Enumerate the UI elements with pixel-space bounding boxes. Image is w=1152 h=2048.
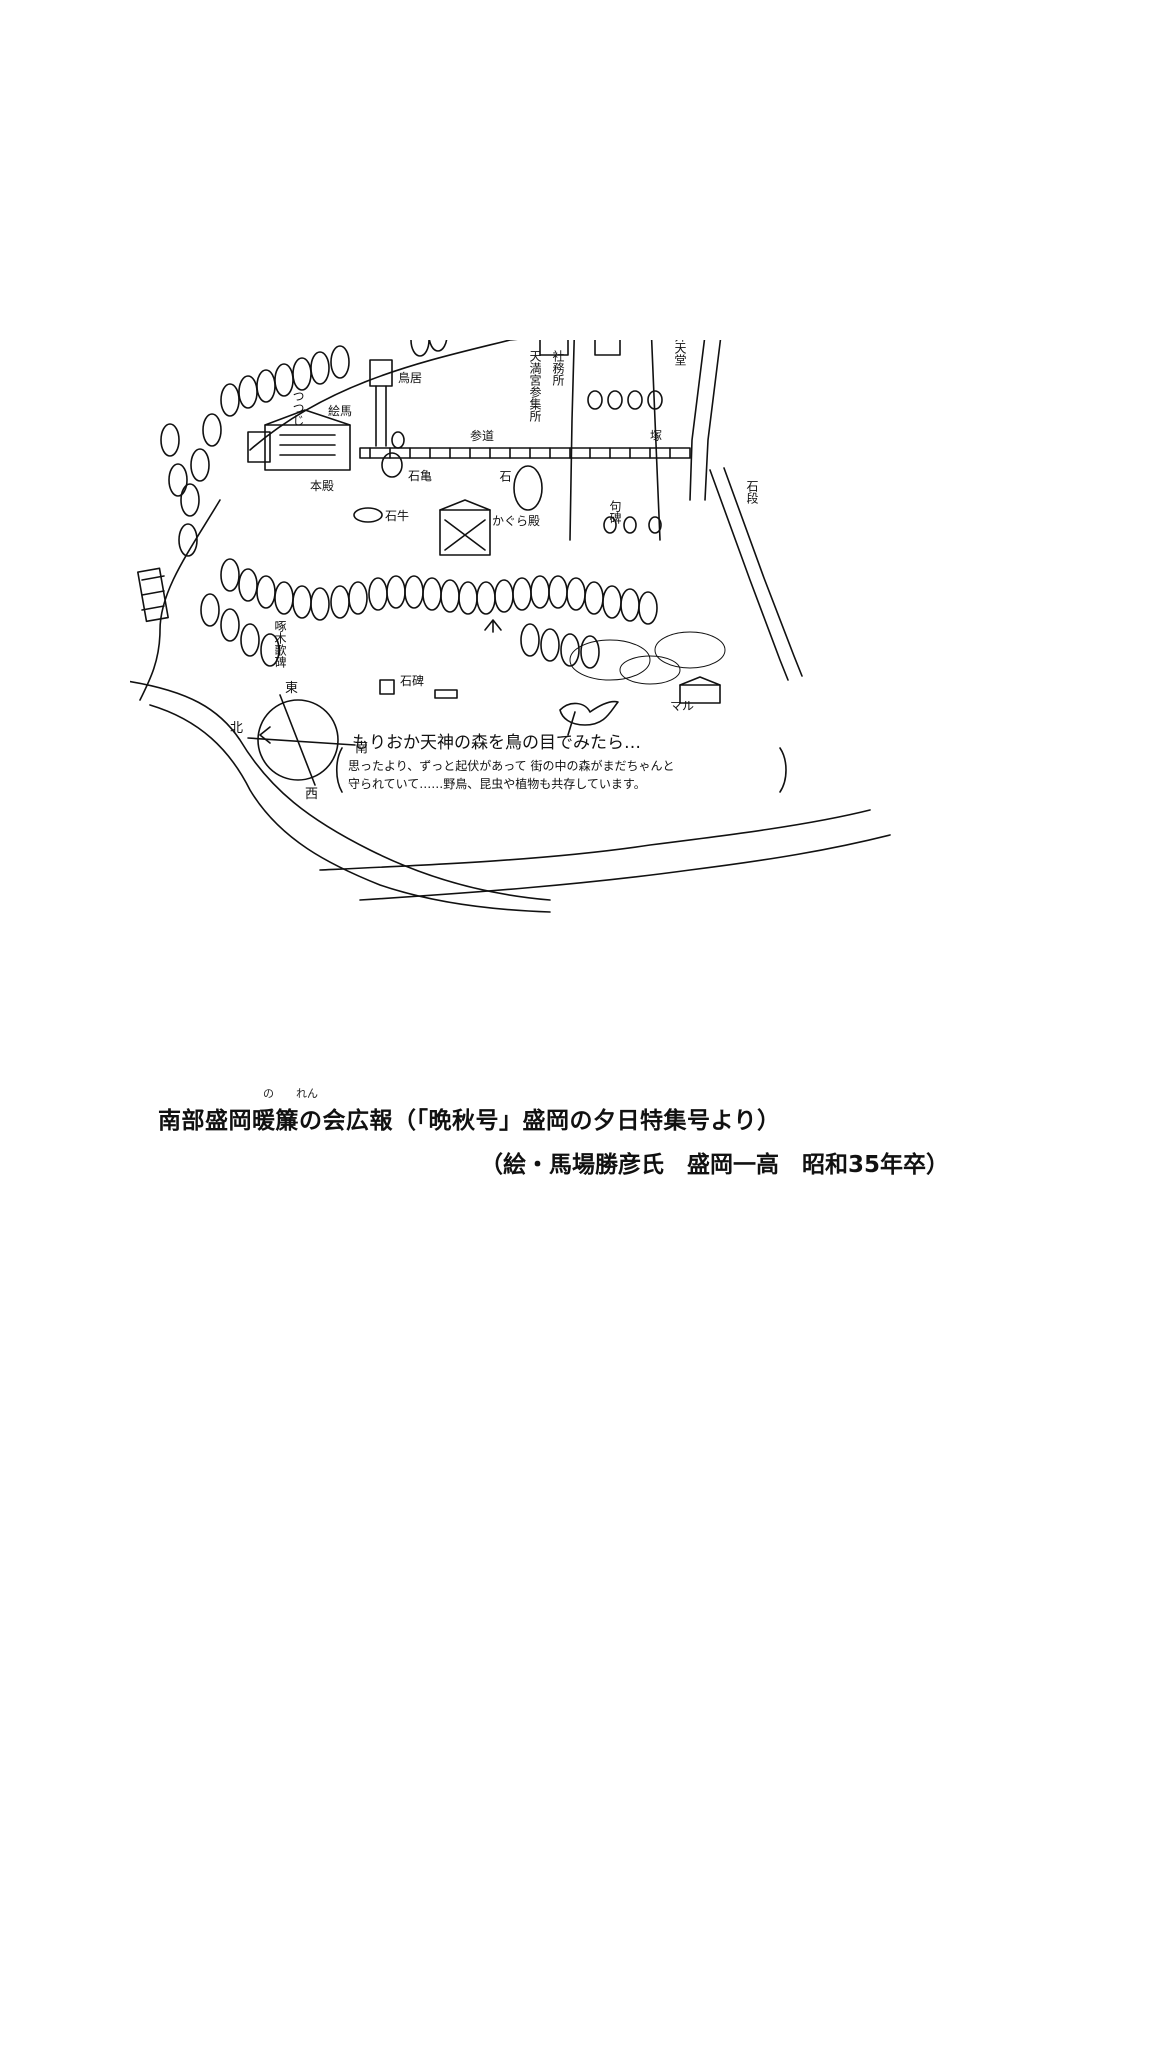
left-building bbox=[137, 567, 169, 623]
kagura-hall-building bbox=[439, 499, 491, 556]
map-headline: もりおか天神の森を鳥の目でみたら… bbox=[352, 733, 641, 753]
bottom-monument bbox=[379, 679, 395, 695]
label-kouminkan: 天満宮参集所 bbox=[528, 350, 542, 422]
map-note-line1: 思ったより、ずっと起伏があって 街の中の森がまだちゃんと bbox=[348, 758, 675, 773]
road-curve-lower bbox=[149, 704, 551, 913]
label-ishi-zuka: 塚 bbox=[650, 429, 662, 443]
road-bottom-2 bbox=[359, 834, 891, 901]
caption-block: の れん 南部盛岡暖簾の会広報（「晩秋号」盛岡の夕日特集号より） （絵・馬場勝彦… bbox=[158, 1085, 1058, 1179]
compass-north: 北 bbox=[230, 721, 243, 736]
label-yoshitsune: 啄木歌碑 bbox=[273, 620, 287, 668]
approach-path bbox=[359, 447, 691, 459]
shrine-forest-map: 参道 本殿 絵馬 かぐら殿 石亀 石牛 鳥居 社務所 天満宮参集所 句碑 弁天堂… bbox=[130, 340, 891, 913]
label-bentendo: 弁天堂 bbox=[673, 340, 687, 366]
label-honden: 本殿 bbox=[310, 479, 334, 493]
stone-stairs bbox=[689, 340, 803, 681]
caption-title: 南部盛岡暖簾の会広報（「晩秋号」盛岡の夕日特集号より） bbox=[158, 1108, 781, 1134]
label-kuhi: 句碑 bbox=[608, 500, 622, 524]
label-keishi: 石碑 bbox=[400, 673, 424, 688]
label-torii: 鳥居 bbox=[398, 370, 422, 385]
label-ishigame: 石亀 bbox=[408, 469, 432, 483]
stone-turtle bbox=[381, 452, 403, 478]
label-ema: 絵馬 bbox=[328, 403, 352, 418]
stone-ox bbox=[353, 507, 383, 523]
road-curve-upper bbox=[130, 680, 551, 901]
label-signature: マル bbox=[670, 699, 694, 713]
label-kagura-ishi: 石 bbox=[498, 470, 512, 482]
tree-cluster-bottom bbox=[200, 558, 658, 669]
swing bbox=[484, 619, 502, 633]
bird-drawing bbox=[559, 700, 619, 736]
torii-gate bbox=[369, 359, 393, 447]
approach-ties bbox=[369, 447, 671, 459]
stone-boulder bbox=[513, 465, 543, 511]
monuments-group bbox=[587, 340, 663, 534]
compass-west: 西 bbox=[305, 787, 318, 802]
inner-fence bbox=[569, 340, 661, 541]
map-note-line2: 守られていて……野鳥、昆虫や植物も共存しています。 bbox=[348, 776, 646, 791]
bottom-bench bbox=[434, 689, 458, 699]
note-bracket-left bbox=[335, 747, 343, 793]
compass-rose bbox=[247, 694, 356, 786]
label-tsutsuji: つつじ bbox=[291, 390, 305, 426]
road-bottom bbox=[319, 809, 871, 871]
outer-boundary-line bbox=[249, 340, 518, 451]
tree-cluster-top bbox=[410, 340, 448, 357]
ruby-no: の bbox=[263, 1087, 274, 1100]
ruby-line: の れん bbox=[158, 1085, 1058, 1101]
bottom-right-building bbox=[679, 676, 721, 704]
label-sando: 参道 bbox=[470, 428, 494, 443]
shrine-office bbox=[539, 340, 569, 356]
stone-upper bbox=[391, 431, 405, 449]
note-bracket-right bbox=[779, 747, 787, 793]
main-hall-building bbox=[247, 409, 351, 471]
label-ishidan: 石段 bbox=[745, 480, 759, 505]
compass-south: 南 bbox=[355, 740, 368, 756]
flower-bushes bbox=[569, 631, 726, 685]
label-shamusho: 社務所 bbox=[551, 349, 565, 386]
caption-credit: （絵・馬場勝彦氏 盛岡一高 昭和35年卒） bbox=[480, 1152, 950, 1178]
slope-line bbox=[139, 499, 221, 701]
label-kagura: かぐら殿 bbox=[492, 514, 540, 528]
tree-cluster-top-left bbox=[160, 345, 350, 557]
label-ushi: 石牛 bbox=[385, 508, 409, 523]
compass-east: 東 bbox=[285, 680, 298, 696]
ruby-ren: れん bbox=[296, 1087, 318, 1100]
